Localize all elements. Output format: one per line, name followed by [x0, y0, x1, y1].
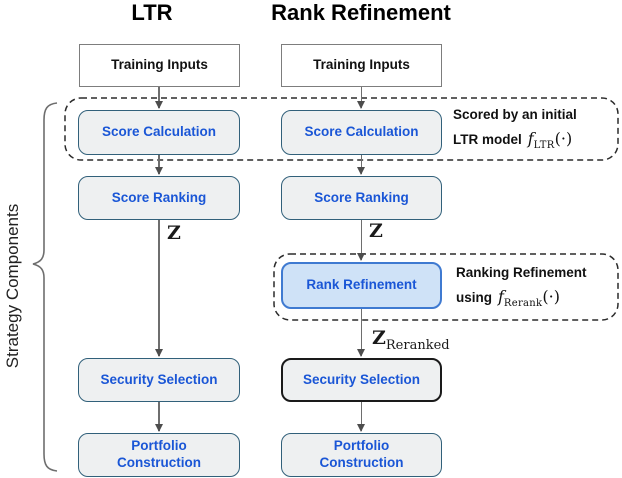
arrow-ltr-selection-to-portfolio: [158, 402, 160, 431]
scored-dashed-container: [64, 97, 619, 161]
ltr-score-calculation-label: Score Calculation: [101, 124, 217, 140]
f-ltr-math: fLTR(·): [527, 129, 573, 152]
rr-rank-refinement-box: Rank Refinement: [281, 262, 442, 309]
ltr-portfolio-construction-label: Portfolio Construction: [117, 438, 201, 470]
rr-security-selection-box: Security Selection: [281, 358, 442, 402]
arrow-rr-scorecalc-to-ranking: [360, 155, 362, 174]
ltr-security-selection-label: Security Selection: [100, 371, 218, 387]
ltr-training-inputs-label: Training Inputs: [111, 57, 208, 73]
ltr-score-ranking-box: Score Ranking: [78, 176, 240, 220]
rr-score-calculation-label: Score Calculation: [304, 124, 419, 140]
rr-z-reranked-base: Z: [372, 327, 386, 349]
refine-dashed-container: [273, 253, 619, 321]
rr-z-reranked-sub: Reranked: [385, 337, 450, 353]
rr-z-label: Z: [369, 220, 383, 242]
ltr-training-inputs-box: Training Inputs: [79, 44, 240, 87]
rr-training-inputs-box: Training Inputs: [281, 44, 442, 87]
rr-score-ranking-box: Score Ranking: [281, 176, 442, 220]
arrow-ltr-ranking-to-selection: [158, 220, 160, 356]
arrow-rr-selection-to-portfolio: [360, 402, 362, 431]
rr-score-calculation-box: Score Calculation: [281, 110, 442, 155]
strategy-components-label: Strategy Components: [3, 203, 22, 369]
arrow-rr-inputs-to-scorecalc: [360, 87, 362, 108]
arrow-ltr-inputs-to-scorecalc: [158, 87, 160, 108]
ltr-score-calculation-box: Score Calculation: [78, 110, 240, 155]
arrow-rr-ranking-to-refinement: [360, 220, 362, 260]
rr-z-reranked-label: ZReranked: [372, 327, 450, 353]
rr-score-ranking-label: Score Ranking: [314, 189, 409, 205]
scored-annotation-line1: Scored by an initial: [453, 107, 577, 122]
ltr-z-label: Z: [167, 222, 181, 244]
refine-annotation-line1: Ranking Refinement: [456, 265, 587, 280]
rr-security-selection-label: Security Selection: [302, 371, 421, 387]
ltr-score-ranking-label: Score Ranking: [111, 189, 207, 205]
arrow-ltr-scorecalc-to-ranking: [158, 155, 160, 174]
ltr-column-title: LTR: [131, 0, 173, 25]
rank-refinement-column-title: Rank Refinement: [271, 0, 451, 25]
ltr-security-selection-box: Security Selection: [78, 358, 240, 402]
strategy-components-brace: [32, 102, 58, 472]
rr-rank-refinement-label: Rank Refinement: [306, 277, 417, 293]
ltr-portfolio-construction-box: Portfolio Construction: [78, 433, 240, 477]
rr-portfolio-construction-box: Portfolio Construction: [281, 433, 442, 477]
f-rerank-math: fRerank(·): [498, 287, 560, 310]
rr-portfolio-construction-label: Portfolio Construction: [319, 438, 404, 470]
rr-training-inputs-label: Training Inputs: [313, 57, 410, 73]
arrow-rr-refinement-to-selection: [360, 309, 362, 356]
